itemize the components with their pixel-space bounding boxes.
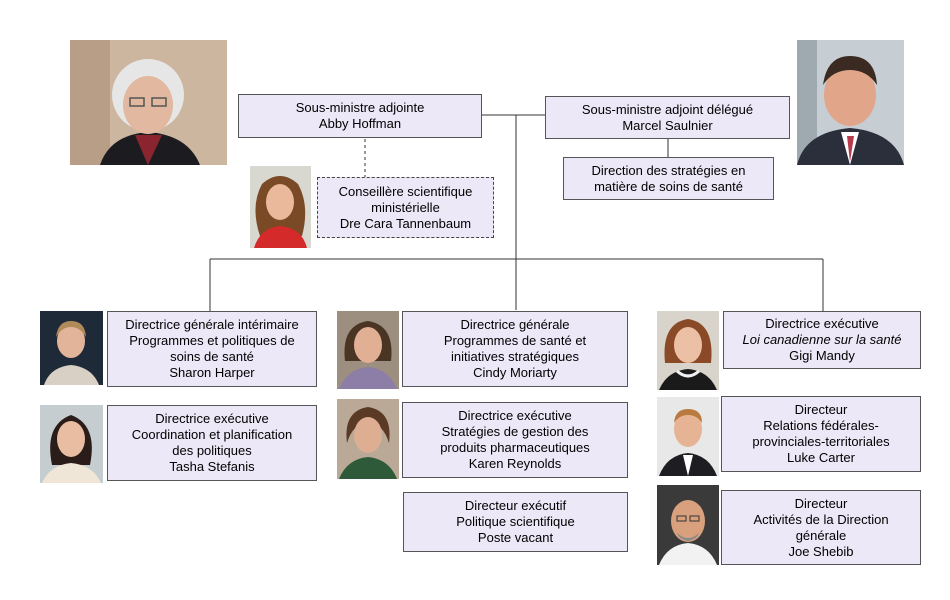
box-name: Tasha Stefanis xyxy=(169,459,255,474)
box-line: Directrice générale intérimaire xyxy=(125,317,299,332)
box-title: Sous-ministre adjoint délégué xyxy=(581,101,754,117)
box-line: Activités de la Direction xyxy=(753,511,889,527)
box-line-italic: Loi canadienne sur la santé xyxy=(742,332,902,347)
box-line: provinciales-territoriales xyxy=(752,434,890,449)
photo-tasha-stefanis xyxy=(40,405,103,483)
box-line: Programmes de santé et xyxy=(443,333,587,348)
box-line: ministérielle xyxy=(371,199,440,215)
box-name: Marcel Saulnier xyxy=(622,117,713,133)
box-line: Coordination et planification xyxy=(131,427,293,442)
box-line: Directrice générale xyxy=(460,317,570,332)
box-line: initiatives stratégiques xyxy=(451,349,579,364)
box-name: Dre Cara Tannenbaum xyxy=(339,215,472,231)
box-name: Abby Hoffman xyxy=(318,116,402,131)
box-programmes-sante-initiatives: Directrice générale Programmes de santé … xyxy=(402,311,628,387)
box-name: Sharon Harper xyxy=(169,365,255,380)
box-line: des politiques xyxy=(172,443,252,458)
box-line: Directeur xyxy=(794,402,848,417)
box-activites-direction-generale: Directeur Activités de la Direction géné… xyxy=(721,490,921,565)
box-name: Karen Reynolds xyxy=(468,456,562,471)
box-name: Joe Shebib xyxy=(788,543,854,559)
box-strategies-produits-pharmaceutiques: Directrice exécutive Stratégies de gesti… xyxy=(402,402,628,478)
box-line: Conseillère scientifique xyxy=(338,183,473,199)
photo-marcel-saulnier xyxy=(797,40,904,165)
box-line: Relations fédérales- xyxy=(763,418,879,433)
box-line: Directrice exécutive xyxy=(155,411,269,426)
photo-sharon-harper xyxy=(40,311,103,385)
box-sous-ministre-adjointe: Sous-ministre adjointe Abby Hoffman xyxy=(238,94,482,138)
box-line: générale xyxy=(795,527,847,543)
box-name: Luke Carter xyxy=(787,450,855,465)
box-directrice-generale-interimaire: Directrice générale intérimaire Programm… xyxy=(107,311,317,387)
photo-luke-carter xyxy=(657,397,719,476)
box-line: Direction des stratégies en xyxy=(591,162,746,178)
box-loi-canadienne-sante: Directrice exécutive Loi canadienne sur … xyxy=(723,311,921,369)
box-coordination-planification: Directrice exécutive Coordination et pla… xyxy=(107,405,317,481)
box-line: Directrice exécutive xyxy=(458,408,572,423)
box-name: Cindy Moriarty xyxy=(473,365,557,380)
photo-cara-tannenbaum xyxy=(250,166,311,248)
box-line: produits pharmaceutiques xyxy=(440,440,590,455)
photo-cindy-moriarty xyxy=(337,311,399,389)
box-line: matière de soins de santé xyxy=(594,178,743,194)
box-line: soins de santé xyxy=(170,349,254,364)
box-direction-strategies: Direction des stratégies en matière de s… xyxy=(563,157,774,200)
box-line: Directeur xyxy=(794,495,848,511)
box-sous-ministre-adjoint-delegue: Sous-ministre adjoint délégué Marcel Sau… xyxy=(545,96,790,139)
box-line: Stratégies de gestion des xyxy=(441,424,589,439)
photo-gigi-mandy xyxy=(657,311,719,390)
box-name: Gigi Mandy xyxy=(789,348,855,363)
box-title: Sous-ministre adjointe xyxy=(295,100,425,115)
photo-joe-shebib xyxy=(657,485,719,565)
box-conseillere-scientifique: Conseillère scientifique ministérielle D… xyxy=(317,177,494,238)
box-line: Directrice exécutive xyxy=(765,316,879,331)
box-line: Politique scientifique xyxy=(456,514,575,529)
box-name: Poste vacant xyxy=(477,530,554,545)
box-line: Directeur exécutif xyxy=(464,498,567,513)
box-politique-scientifique: Directeur exécutif Politique scientifiqu… xyxy=(403,492,628,552)
photo-abby-hoffman xyxy=(70,40,227,165)
photo-karen-reynolds xyxy=(337,399,399,479)
box-relations-fpt: Directeur Relations fédérales- provincia… xyxy=(721,396,921,472)
box-line: Programmes et politiques de xyxy=(129,333,295,348)
